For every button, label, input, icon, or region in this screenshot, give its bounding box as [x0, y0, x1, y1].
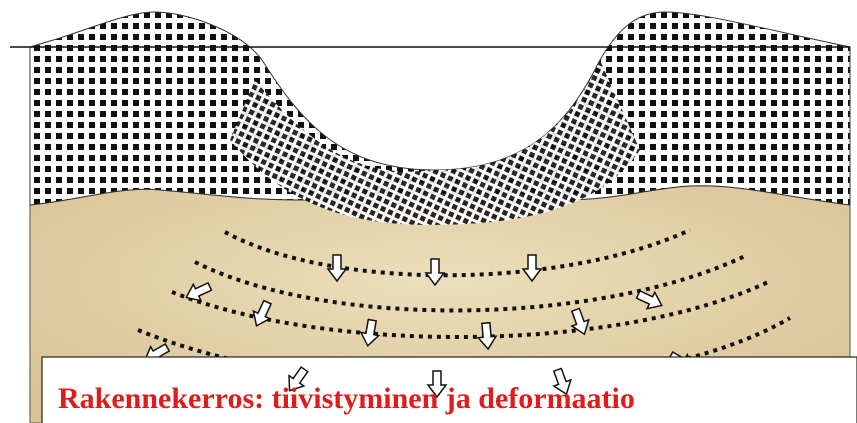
diagram-caption: Rakennekerros: tiivistyminen ja deformaa…	[58, 383, 848, 415]
